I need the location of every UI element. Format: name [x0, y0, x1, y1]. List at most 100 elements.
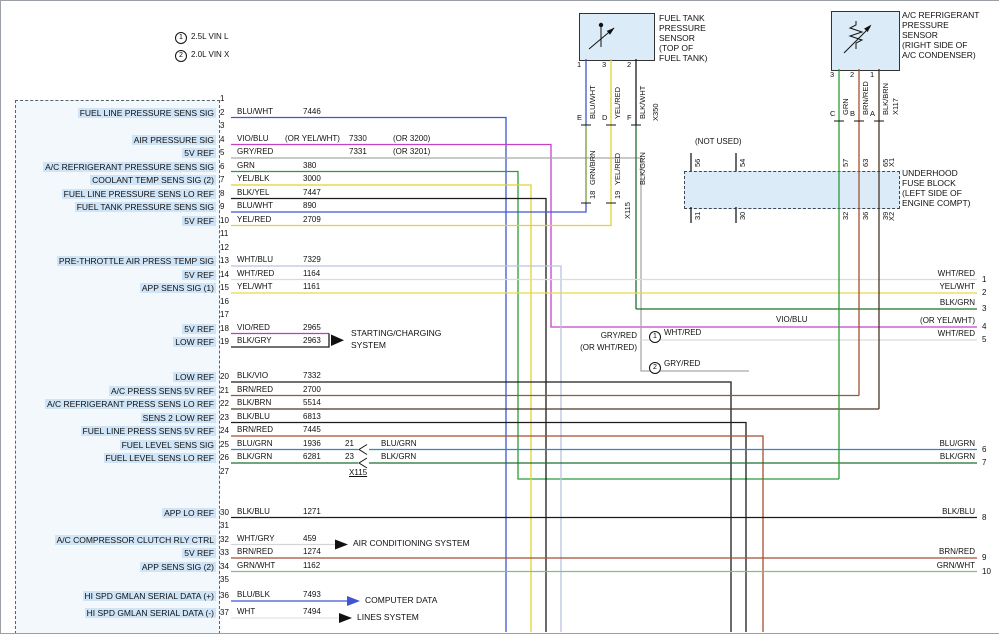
right-edge-wire-label: BRN/RED [938, 547, 975, 556]
air-conditioning-arrow [335, 539, 348, 550]
fuse-block-bottom-pin-number: 39 [881, 211, 890, 220]
ecm-pin-number: 25 [220, 439, 229, 449]
ecm-pin-number: 35 [220, 575, 229, 584]
computer-data-callout: LINES SYSTEM [357, 612, 419, 622]
ecm-pin-number: 12 [220, 242, 229, 252]
wire-color-label: BRN/RED [237, 384, 274, 394]
signal-label-row: COOLANT TEMP SENS SIG (2) [15, 175, 216, 185]
fuel-sensor-wire-label-upper: BLU/WHT [588, 85, 597, 119]
fuel-sensor-wire-label-upper: BLK/WHT [638, 85, 647, 119]
signal-label-row: A/C COMPRESSOR CLUTCH RLY CTRL [15, 534, 216, 545]
circuit-number: 7446 [303, 106, 321, 116]
signal-label-row: FUEL LINE PRESSURE SENS SIG [15, 107, 216, 118]
right-edge-pin-number: 8 [982, 512, 987, 522]
fuel-sensor-pin-number: 3 [602, 60, 607, 69]
circuit-number: 7331 [349, 147, 367, 156]
signal-label: 5V REF [182, 148, 216, 158]
circuit-number: 890 [303, 201, 317, 210]
signal-label-row: HI SPD GMLAN SERIAL DATA (+) [15, 591, 216, 601]
split-base-alt-label: (OR WHT/RED) [580, 343, 637, 352]
fuse-block-bottom-pin-number: 31 [693, 211, 702, 220]
fuse-block-title: (LEFT SIDE OF [902, 188, 962, 198]
circuit-number: 7332 [303, 371, 321, 380]
starting-charging-callout: SYSTEM [351, 340, 386, 350]
ecm-pin-number: 23 [220, 412, 229, 422]
inline-x115-wire-label: BLU/GRN [381, 438, 417, 448]
connector-x115-label: X115 [623, 202, 632, 219]
fuel-sensor-title: FUEL TANK) [659, 53, 708, 63]
signal-label: LOW REF [173, 337, 216, 347]
wire-segment [231, 143, 977, 328]
split-branch2-ref-circle: 2 [649, 362, 661, 374]
fuel-sensor-title: FUEL TANK [659, 13, 705, 23]
signal-label: APP LO REF [162, 507, 216, 518]
ecm-pin-number: 19 [220, 337, 229, 346]
wire-segment [231, 184, 532, 632]
wire-segment [231, 333, 330, 348]
signal-label: 5V REF [182, 269, 216, 280]
ecm-pin-number: 9 [220, 202, 225, 211]
wire-alt-color-label: (OR YEL/WHT) [285, 133, 340, 143]
right-edge-wire-label: GRN/WHT [936, 560, 975, 570]
wire-color-label: YEL/RED [237, 214, 272, 224]
fuel-sensor-pin-number: 1 [577, 60, 582, 69]
signal-label: 5V REF [182, 323, 216, 334]
ac-sensor-terminal-letter: B [850, 109, 856, 118]
starting-charging-callout: STARTING/CHARGING [351, 328, 442, 338]
wire-color-label: BLU/WHT [237, 106, 273, 116]
fuel-sensor-wire-label-lower: BLK/GRN [638, 152, 647, 185]
inline-x115-label: X115 [349, 468, 368, 477]
wire-color-label: WHT/BLU [237, 255, 273, 264]
right-edge-pin-number: 5 [982, 335, 987, 344]
circuit-number: 2709 [303, 214, 321, 224]
ecm-pin-number: 26 [220, 453, 229, 462]
signal-label-row: FUEL LINE PRESSURE SENS LO REF [15, 188, 216, 199]
x115-pin-number: 18 [588, 190, 597, 199]
note-text: 2.5L VIN L [191, 32, 229, 41]
ecm-pin-number: 21 [220, 385, 229, 395]
wire-color-label: BLK/YEL [237, 187, 270, 197]
signal-label-row: SENS 2 LOW REF [15, 412, 216, 423]
wire-segment [231, 265, 562, 632]
ecm-pin-number: 1 [220, 94, 225, 103]
inline-x115-pin-number: 21 [345, 438, 354, 448]
signal-label: HI SPD GMLAN SERIAL DATA (+) [82, 591, 216, 601]
computer-data-arrow [339, 613, 352, 623]
fuel-sensor-title: SENSOR [659, 33, 695, 43]
ecm-pin-number: 36 [220, 591, 229, 600]
circuit-alt-number: (OR 3200) [393, 133, 431, 143]
not-used-label: (NOT USED) [695, 137, 742, 146]
ac-sensor-title: (RIGHT SIDE OF [902, 40, 968, 50]
wire-segment [231, 421, 747, 632]
split-branch1-ref-circle: 1 [649, 331, 661, 343]
wire-color-label: GRY/RED [237, 147, 274, 156]
note-ref-circle: 2 [175, 50, 187, 62]
fuse-block-bottom-pin-number: 30 [738, 211, 747, 220]
air-conditioning-callout: AIR CONDITIONING SYSTEM [353, 538, 470, 548]
ecm-pin-number: 3 [220, 121, 225, 130]
circuit-number: 7329 [303, 255, 321, 264]
right-edge-wire-label: BLU/GRN [939, 438, 975, 448]
circuit-number: 1164 [303, 268, 321, 278]
ecm-pin-number: 20 [220, 372, 229, 381]
wire-segment [231, 381, 732, 632]
fuel-sensor-pin-number: 2 [627, 60, 632, 69]
ac-sensor-terminal-letter: A [870, 109, 876, 118]
circuit-number: 3000 [303, 174, 321, 183]
signal-label: HI SPD GMLAN SERIAL DATA (-) [84, 608, 216, 618]
computer-data-arrow [347, 596, 360, 606]
ecm-pin-number: 22 [220, 399, 229, 408]
circuit-number: 2963 [303, 336, 321, 345]
fuse-block-top-pin-number: 65 [881, 158, 890, 167]
wire-color-label: BLU/GRN [237, 438, 273, 448]
fuel-sensor-terminal-letter: D [602, 113, 608, 122]
fuel-sensor-wire-label-upper: YEL/RED [613, 86, 622, 119]
right-edge-pin-number: 3 [982, 304, 987, 313]
wire-color-label: VIO/BLU [237, 133, 269, 143]
inline-x115-wire-label: BLK/GRN [381, 452, 417, 461]
connector-x350-label: X350 [651, 103, 660, 121]
wire-color-label: BRN/RED [237, 547, 274, 556]
signal-label: PRE-THROTTLE AIR PRESS TEMP SIG [56, 256, 216, 266]
ecm-pin-number: 6 [220, 161, 225, 171]
